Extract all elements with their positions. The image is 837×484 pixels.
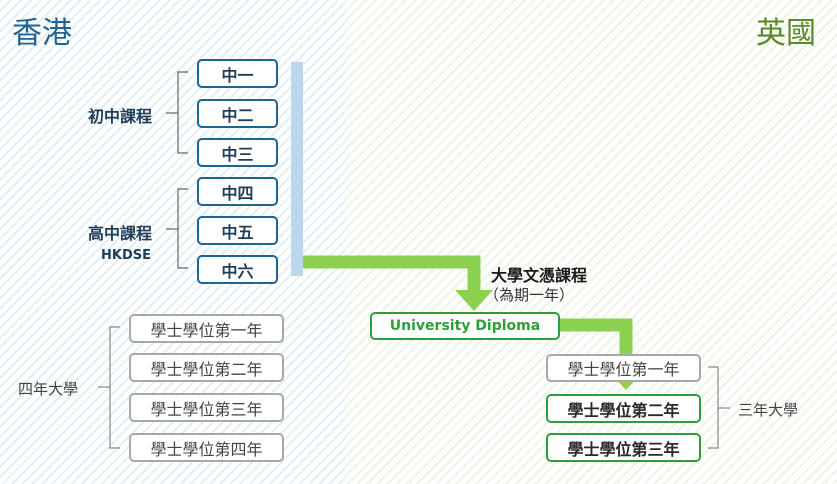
uk-bachelor-year-one-box: 學士學位第一年 [546, 354, 701, 382]
three-year-bracket [708, 366, 719, 449]
form-four-box: 中四 [197, 177, 278, 206]
hong-kong-title: 香港 [12, 16, 72, 51]
university-diploma-box: University Diploma [370, 312, 560, 340]
uk-bachelor-year-three-box: 學士學位第三年 [546, 433, 701, 462]
four-year-university-label: 四年大學 [18, 380, 79, 398]
form-five-box: 中五 [197, 216, 278, 245]
form-two-box: 中二 [197, 99, 278, 128]
hk-bachelor-year-four-box: 學士學位第四年 [129, 433, 284, 462]
hk-bachelor-year-two-box: 學士學位第二年 [129, 353, 284, 382]
progression-bar [291, 62, 303, 276]
four-year-bracket [109, 326, 120, 449]
diploma-duration: （為期一年） [484, 286, 575, 304]
form-three-box: 中三 [197, 138, 278, 167]
form-six-box: 中六 [197, 255, 278, 284]
hk-bachelor-year-one-box: 學士學位第一年 [129, 314, 284, 343]
hk-bachelor-year-three-box: 學士學位第三年 [129, 393, 284, 422]
form-one-box: 中一 [197, 59, 278, 88]
uk-bachelor-year-two-box: 學士學位第二年 [546, 394, 701, 423]
hkdse-label: HKDSE [101, 248, 151, 263]
arrow-to-diploma [303, 255, 481, 292]
junior-curriculum-label: 初中課程 [88, 107, 153, 126]
senior-curriculum-label: 高中課程 [88, 224, 153, 243]
three-year-university-label: 三年大學 [738, 401, 799, 419]
junior-bracket [177, 71, 188, 154]
uk-title: 英國 [756, 16, 816, 51]
diploma-title: 大學文憑課程 [491, 266, 588, 285]
senior-bracket [177, 188, 188, 269]
